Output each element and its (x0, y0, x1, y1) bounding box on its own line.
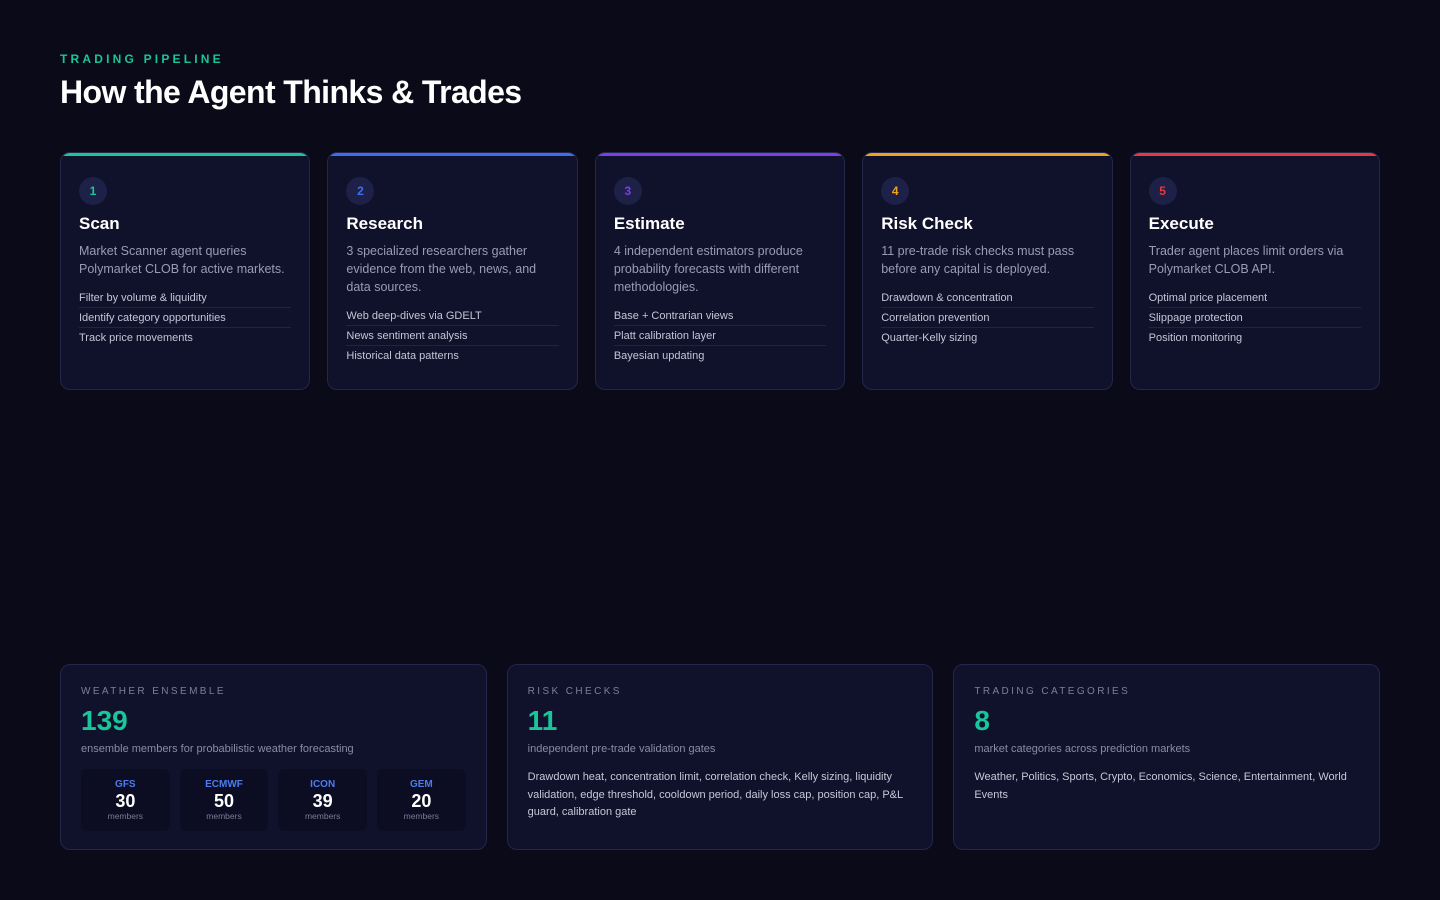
model-tile-gfs: GFS 30 members (81, 769, 170, 831)
stat-subtitle: independent pre-trade validation gates (527, 743, 716, 755)
step-title: Risk Check (881, 214, 973, 233)
step-accent-bar (61, 153, 310, 156)
model-unit: members (403, 811, 440, 821)
step-card-scan: 1 Scan Market Scanner agent queries Poly… (60, 152, 311, 390)
page-title: How the Agent Thinks & Trades (60, 74, 522, 110)
step-title: Scan (79, 214, 120, 233)
step-feature-list: Base + Contrarian views Platt calibratio… (613, 306, 827, 365)
step-number-badge: 1 (79, 177, 107, 205)
stat-label: WEATHER ENSEMBLE (81, 686, 226, 697)
stat-card-risk-checks: RISK CHECKS 11 independent pre-trade val… (506, 664, 934, 850)
model-unit: members (107, 811, 144, 821)
step-feature-item: Filter by volume & liquidity (79, 288, 292, 308)
stat-value: 8 (974, 705, 990, 736)
step-feature-item: Correlation prevention (881, 308, 1094, 328)
step-title: Execute (1148, 214, 1214, 233)
step-feature-item: Position monitoring (1148, 332, 1243, 344)
stat-value: 11 (527, 705, 558, 736)
model-unit: members (206, 811, 242, 821)
step-feature-list: Web deep-dives via GDELT News sentiment … (346, 306, 559, 365)
step-number-badge: 5 (1148, 177, 1177, 205)
step-title: Research (346, 214, 423, 233)
step-description: Trader agent places limit orders via Pol… (1148, 244, 1344, 276)
step-feature-item: Track price movements (79, 332, 193, 344)
step-feature-item: Optimal price placement (1148, 288, 1362, 308)
step-accent-bar (328, 153, 577, 156)
model-name: ICON (310, 779, 336, 790)
model-name: GFS (115, 779, 136, 790)
step-feature-item: Web deep-dives via GDELT (346, 306, 559, 326)
stat-subtitle: market categories across prediction mark… (974, 743, 1191, 755)
step-feature-list: Drawdown & concentration Correlation pre… (881, 288, 1094, 347)
model-tile-gem: GEM 20 members (377, 769, 466, 831)
step-feature-item: News sentiment analysis (346, 326, 559, 346)
step-feature-list: Optimal price placement Slippage protect… (1148, 288, 1362, 347)
step-card-research: 2 Research 3 specialized researchers gat… (327, 152, 578, 390)
stat-value: 139 (81, 705, 128, 736)
step-feature-list: Filter by volume & liquidity Identify ca… (79, 288, 292, 347)
step-feature-item: Quarter-Kelly sizing (881, 332, 978, 344)
model-name: GEM (409, 779, 433, 790)
section-eyebrow: TRADING PIPELINE (60, 52, 224, 66)
step-description: 3 specialized researchers gather evidenc… (346, 244, 537, 294)
stat-subtitle: ensemble members for probabilistic weath… (81, 743, 354, 755)
step-feature-item: Drawdown & concentration (881, 288, 1094, 308)
model-count: 20 (411, 791, 432, 811)
stat-card-trading-categories: TRADING CATEGORIES 8 market categories a… (953, 664, 1381, 850)
step-feature-item: Bayesian updating (613, 350, 705, 362)
step-feature-item: Slippage protection (1148, 308, 1362, 328)
model-tile-ecmwf: ECMWF 50 members (179, 769, 269, 831)
model-grid: GFS 30 members ECMWF 50 members ICON 39 … (81, 769, 466, 831)
pipeline-steps: 1 Scan Market Scanner agent queries Poly… (60, 152, 1381, 390)
step-number-badge: 3 (613, 177, 642, 205)
step-feature-item: Platt calibration layer (613, 326, 827, 346)
step-accent-bar (1130, 153, 1380, 156)
step-description: Market Scanner agent queries Polymarket … (79, 244, 285, 276)
step-card-risk-check: 4 Risk Check 11 pre-trade risk checks mu… (862, 152, 1113, 390)
model-unit: members (304, 811, 341, 821)
model-name: ECMWF (205, 779, 243, 790)
model-tile-icon: ICON 39 members (278, 769, 368, 831)
step-feature-item: Base + Contrarian views (613, 306, 827, 326)
model-count: 50 (213, 791, 235, 811)
step-description: 11 pre-trade risk checks must pass befor… (881, 244, 1075, 276)
step-description: 4 independent estimators produce probabi… (613, 244, 803, 294)
step-feature-item: Identify category opportunities (79, 308, 292, 328)
stats-row: WEATHER ENSEMBLE 139 ensemble members fo… (60, 664, 1381, 850)
stat-label: RISK CHECKS (527, 686, 622, 697)
step-feature-item: Historical data patterns (346, 350, 459, 362)
model-count: 39 (312, 791, 333, 811)
step-accent-bar (595, 153, 845, 156)
stat-label: TRADING CATEGORIES (974, 686, 1131, 697)
step-title: Estimate (613, 214, 685, 233)
stat-detail-text: Weather, Politics, Sports, Crypto, Econo… (974, 771, 1347, 801)
step-card-execute: 5 Execute Trader agent places limit orde… (1129, 152, 1381, 390)
step-number-badge: 4 (881, 177, 910, 205)
model-count: 30 (115, 791, 136, 811)
step-accent-bar (863, 153, 1112, 156)
stat-detail-text: Drawdown heat, concentration limit, corr… (527, 771, 903, 818)
stat-card-weather-ensemble: WEATHER ENSEMBLE 139 ensemble members fo… (60, 664, 487, 850)
step-number-badge: 2 (346, 177, 375, 205)
step-card-estimate: 3 Estimate 4 independent estimators prod… (594, 152, 846, 390)
